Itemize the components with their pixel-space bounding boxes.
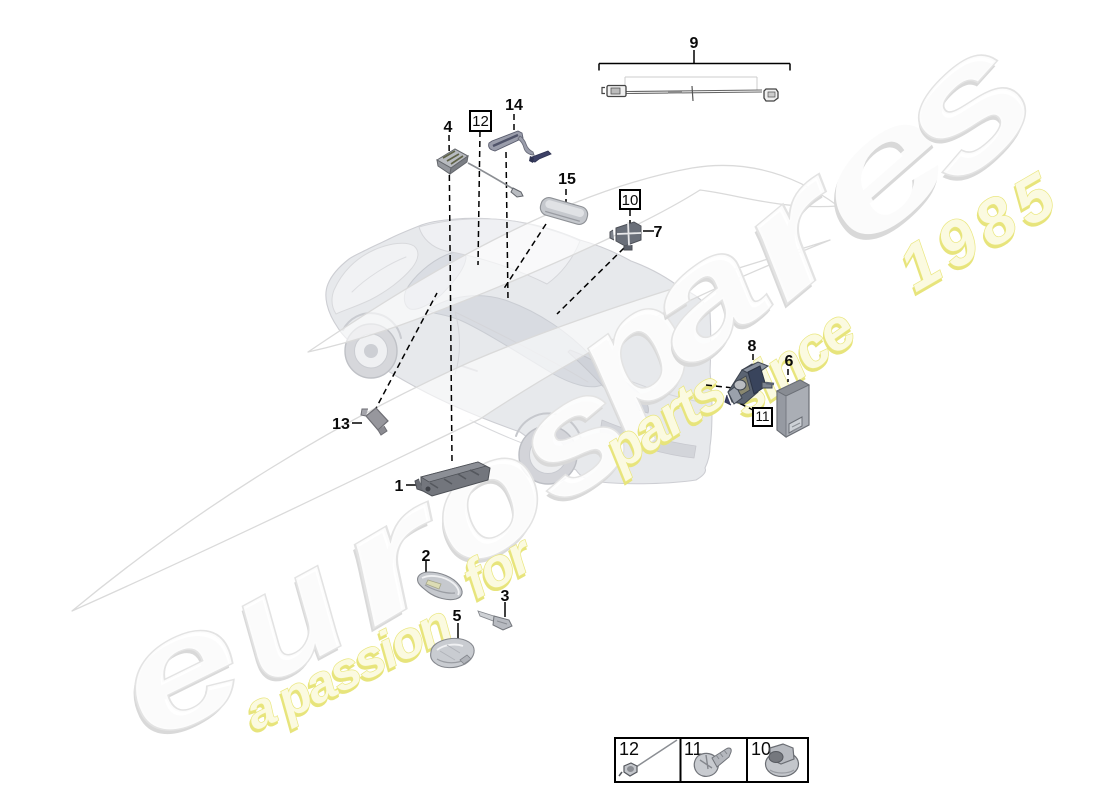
svg-text:5: 5 — [453, 608, 462, 625]
svg-text:10: 10 — [622, 192, 639, 209]
svg-text:4: 4 — [444, 119, 453, 136]
svg-text:12: 12 — [472, 113, 489, 130]
svg-text:8: 8 — [748, 338, 757, 355]
svg-text:12: 12 — [619, 739, 639, 759]
svg-text:9: 9 — [690, 35, 699, 52]
svg-text:3: 3 — [501, 588, 510, 605]
svg-text:6: 6 — [785, 353, 794, 370]
svg-text:2: 2 — [422, 548, 431, 565]
svg-text:15: 15 — [558, 171, 576, 188]
svg-text:1: 1 — [395, 478, 404, 495]
svg-text:11: 11 — [684, 739, 703, 759]
svg-text:10: 10 — [751, 739, 771, 759]
svg-text:13: 13 — [332, 416, 350, 433]
svg-text:7: 7 — [654, 224, 663, 241]
svg-text:14: 14 — [505, 97, 523, 114]
svg-text:11: 11 — [755, 409, 769, 424]
